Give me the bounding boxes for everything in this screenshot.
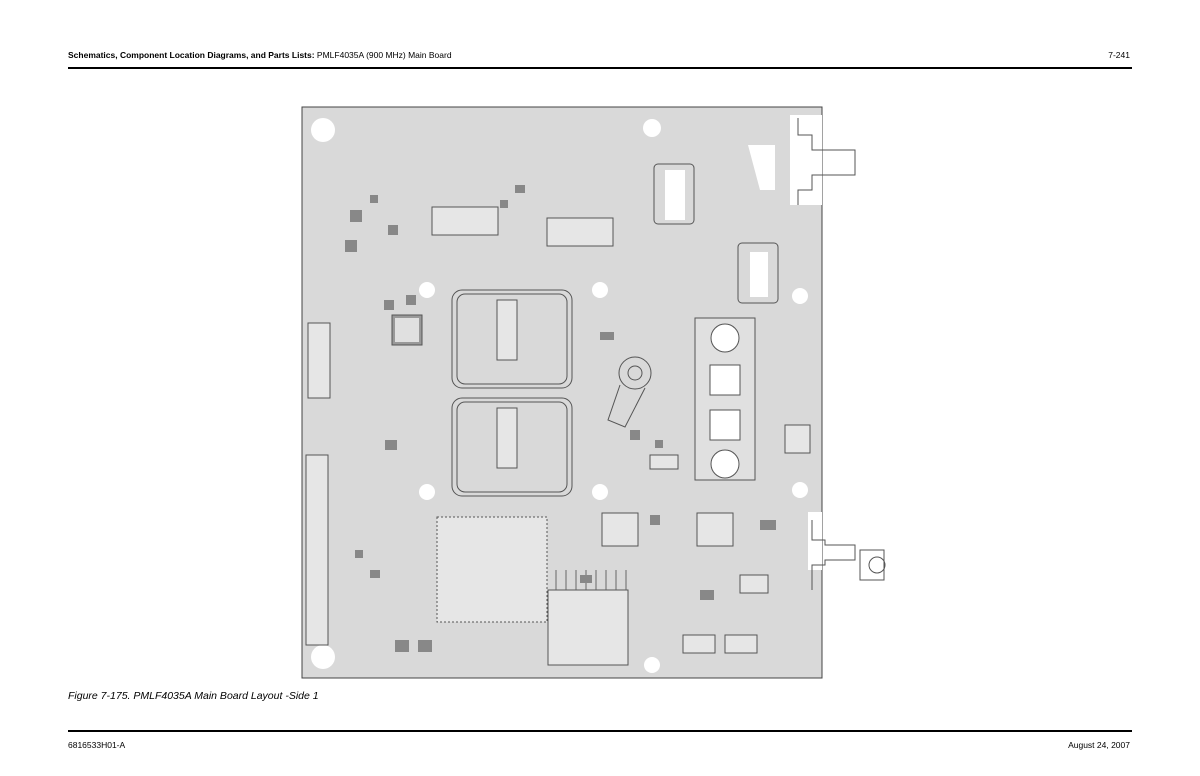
page-number: 7-241: [1108, 50, 1130, 60]
header-title: PMLF4035A (900 MHz) Main Board: [314, 50, 452, 60]
footer-rule: [68, 730, 1132, 732]
mounting-hole: [311, 118, 335, 142]
footer-date: August 24, 2007: [1068, 740, 1130, 750]
mounting-hole: [311, 645, 335, 669]
header-rule: [68, 67, 1132, 69]
footer-doc-number: 6816533H01-A: [68, 740, 126, 750]
running-header: Schematics, Component Location Diagrams,…: [68, 50, 452, 60]
figure-caption: Figure 7-175. PMLF4035A Main Board Layou…: [68, 690, 319, 702]
header-title-bold: Schematics, Component Location Diagrams,…: [68, 50, 315, 60]
